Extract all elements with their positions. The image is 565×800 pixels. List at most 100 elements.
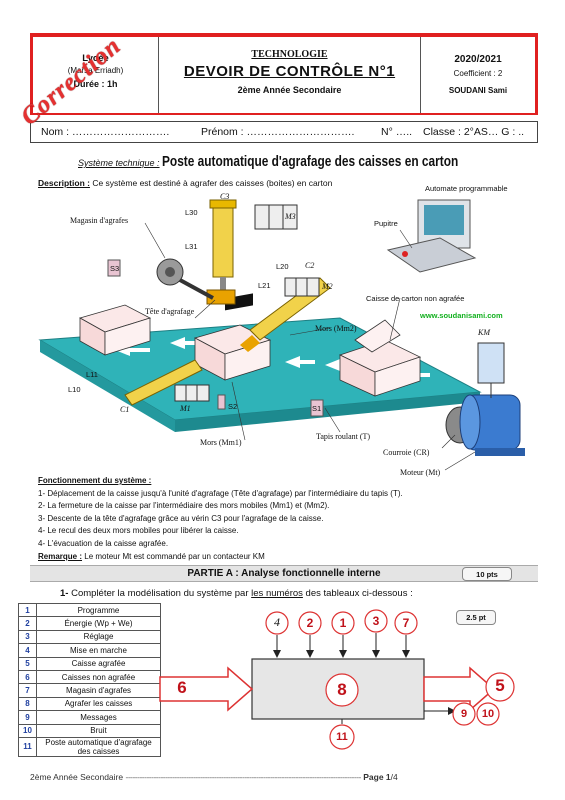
label-c1: C1 <box>120 405 130 414</box>
legend-number: 11 <box>18 736 37 757</box>
box-left <box>78 304 152 356</box>
label-pupitre: Pupitre <box>374 219 398 228</box>
school-year: 2020/2021 <box>454 54 502 65</box>
top-input-1: 4 <box>274 615 280 629</box>
remark-label: Remarque : <box>38 551 83 561</box>
label-automate: Automate programmable <box>425 184 508 193</box>
top-input-2: 2 <box>306 616 314 630</box>
year-block: 2020/2021 Coefficient : 2 SOUDANI Sami <box>421 37 535 113</box>
exam-header: Lycée (Marsa Erriadh) Durée : 1h TECHNOL… <box>30 33 538 115</box>
step-3: 3- Descente de la tête d'agrafage grâce … <box>38 513 324 523</box>
legend-text: Bruit <box>36 723 161 738</box>
box-right <box>338 319 422 397</box>
number-field[interactable]: N° ….. <box>381 126 413 138</box>
label-l10: L10 <box>68 385 81 394</box>
footer-level: 2ème Année Secondaire <box>30 772 124 782</box>
firstname-field[interactable]: Prénom : …………………………. <box>201 126 355 138</box>
school-location: (Marsa Erriadh) <box>67 66 124 75</box>
label-c3: C3 <box>220 192 230 201</box>
side-output-2: 10 <box>481 708 495 720</box>
operation-section: Fonctionnement du système : 1- Déplaceme… <box>38 475 548 563</box>
side-output-1: 9 <box>460 708 468 720</box>
label-m1: M1 <box>180 404 191 413</box>
label-s3: S3 <box>110 264 120 273</box>
label-l30: L30 <box>185 208 198 217</box>
coefficient: Coefficient : 2 <box>453 69 503 78</box>
label-mors-mm1: Mors (Mm1) <box>200 438 242 447</box>
label-tete: Tête d'agrafage <box>145 307 195 316</box>
operation-title: Fonctionnement du système : <box>38 476 152 485</box>
label-website: www.soudanisami.com <box>420 311 503 320</box>
level: 2ème Année Secondaire <box>237 85 342 95</box>
question-1-underlined: les numéros <box>251 588 303 599</box>
cylinder-c1 <box>124 359 203 406</box>
question-1-points: 2.5 pt <box>456 610 496 625</box>
remark-text: Le moteur Mt est commandé par un contact… <box>84 551 265 561</box>
partie-a-title: PARTIE A : Analyse fonctionnelle interne <box>30 565 538 582</box>
footer-page: Page 1 <box>363 772 391 782</box>
label-l20: L20 <box>276 262 289 271</box>
plc <box>386 199 477 273</box>
remark: Remarque : Le moteur Mt est commandé par… <box>38 551 548 564</box>
label-mors-mm2: Mors (Mm2) <box>315 324 357 333</box>
description: Description : Ce système est destiné à a… <box>38 178 332 188</box>
question-1-after: des tableaux ci-dessous : <box>305 588 413 599</box>
label-caisse-non: Caisse de carton non agrafée <box>366 294 465 303</box>
label-m2: M2 <box>322 282 333 291</box>
valve-m2 <box>284 277 320 297</box>
teacher: SOUDANI Sami <box>448 86 508 95</box>
diagram-support: 11 <box>336 731 348 743</box>
partie-a-points: 10 pts <box>462 567 512 581</box>
label-magasin: Magasin d'agrafes <box>70 216 129 225</box>
label-m3: M3 <box>285 212 296 221</box>
legend-text: Énergie (Wp + We) <box>36 616 161 631</box>
label-l21: L21 <box>258 281 271 290</box>
label-l31: L31 <box>185 242 198 251</box>
top-input-5: 7 <box>402 616 410 630</box>
step-2: 2- La fermeture de la caisse par l'inter… <box>38 501 330 511</box>
school-block: Lycée (Marsa Erriadh) Durée : 1h <box>33 37 159 113</box>
legend-text: Poste automatique d'agrafage des caisses <box>36 736 161 757</box>
step-4: 4- Le recul des deux mors mobiles pour l… <box>38 526 239 536</box>
label-c2: C2 <box>305 261 315 270</box>
exam-title: DEVOIR DE CONTRÔLE N°1 <box>183 63 396 80</box>
system-title-prefix: Système technique : <box>78 158 160 168</box>
label-moteur: Moteur (Mt) <box>400 468 441 477</box>
sensor-s3 <box>107 259 121 277</box>
motor-mt <box>459 394 525 456</box>
question-1-number: 1- <box>60 588 69 599</box>
top-input-4: 3 <box>372 614 380 628</box>
class-field[interactable]: Classe : 2°AS… G : .. <box>423 126 525 138</box>
title-block: TECHNOLOGIE DEVOIR DE CONTRÔLE N°1 2ème … <box>159 37 421 113</box>
label-l11: L11 <box>86 370 98 379</box>
valve-m1 <box>174 384 210 402</box>
system-title-text: Poste automatique d'agrafage des caisses… <box>161 154 459 170</box>
description-label: Description : <box>38 178 90 188</box>
question-1-before: Compléter la modélisation du système par <box>71 588 249 599</box>
input-arrow <box>159 666 254 712</box>
diagram-function: 8 <box>337 680 347 699</box>
label-courroie: Courroie (CR) <box>383 448 430 457</box>
output-arrow <box>423 666 496 712</box>
diagram-input: 6 <box>177 678 187 697</box>
subject: TECHNOLOGIE <box>251 49 328 60</box>
name-field[interactable]: Nom : ………………………. <box>41 126 170 138</box>
question-1: 1- Compléter la modélisation du système … <box>60 588 413 599</box>
system-title: Système technique : Poste automatique d'… <box>78 154 523 170</box>
sensor-s1 <box>310 399 324 417</box>
duration: Durée : 1h <box>73 79 118 89</box>
box-middle <box>193 293 272 381</box>
step-5: 4- L'évacuation de la caisse agrafée. <box>38 538 169 548</box>
footer: 2ème Année Secondaire ------------------… <box>30 772 398 782</box>
label-tapis: Tapis roulant (T) <box>316 432 371 441</box>
staple-magazine <box>156 258 214 300</box>
top-input-3: 1 <box>339 616 347 630</box>
valve-m3 <box>254 204 298 230</box>
